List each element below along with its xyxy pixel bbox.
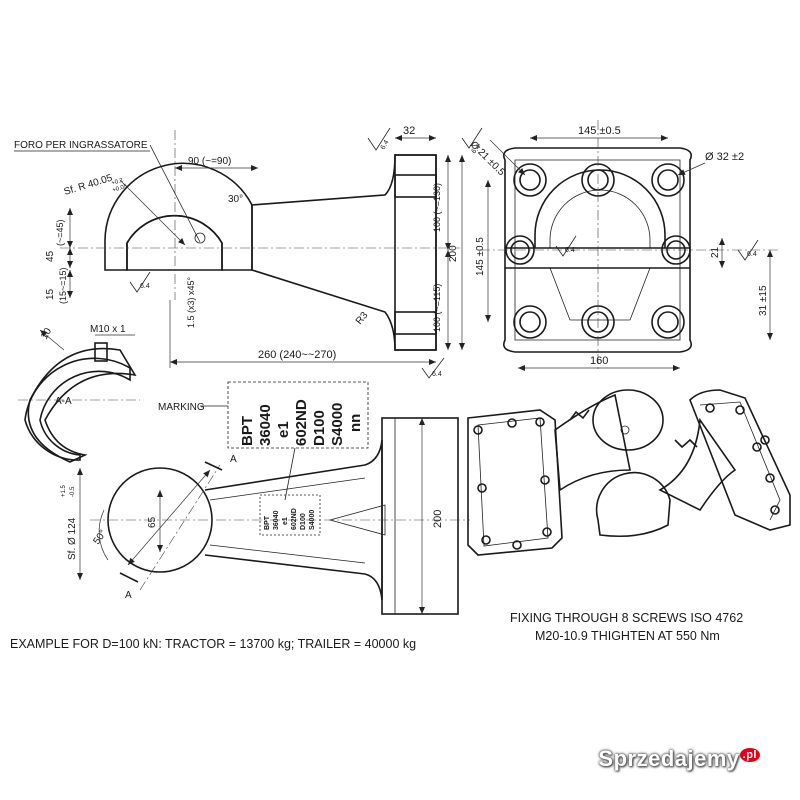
svg-text:6.4: 6.4 <box>565 247 575 254</box>
mark-line: D100 <box>311 410 328 446</box>
marking-box: MARKING BPT 36040 e1 602ND D100 S4000 nn <box>158 381 369 501</box>
bolt-hole <box>651 305 685 339</box>
section-aa-shape <box>24 357 131 461</box>
dim-100-top: 100 (~=130) <box>432 183 442 232</box>
roughness-symbol: 6.4 <box>737 239 759 261</box>
tapered-arm-section <box>251 154 437 351</box>
bolt-hole <box>513 163 547 197</box>
flange-plate <box>502 147 693 353</box>
svg-text:6.4: 6.4 <box>140 283 150 290</box>
mark-line: 602ND <box>293 399 310 446</box>
svg-text:6.4: 6.4 <box>432 371 442 378</box>
plan-mark-line: e1 <box>282 517 289 525</box>
dim-31: 31 ±15 <box>758 285 769 316</box>
dim-15a: 15 <box>45 288 56 300</box>
angle-30: 30° <box>228 194 243 205</box>
phi124-tol-bot: -0.5 <box>70 486 76 497</box>
dim-160: 160 <box>590 355 608 367</box>
phi32: Ø 32 ±2 <box>705 151 744 163</box>
iso-ball <box>592 389 664 451</box>
roughness-symbol: 6.4 <box>421 357 445 379</box>
mark-line: e1 <box>275 421 292 438</box>
roughness-symbol: 6.4 <box>367 127 391 151</box>
fixing-note-line1: FIXING THROUGH 8 SCREWS ISO 4762 <box>510 611 743 625</box>
dim-100-bot: 100 (~=115) <box>432 284 442 332</box>
plan-view: BPT 36040 e1 602ND D100 S4000 Sf. Ø 124 … <box>61 417 470 615</box>
section-a-bottom: A <box>125 590 132 601</box>
section-aa-view: M10 x 1 10 A-A <box>18 324 140 463</box>
dim-65: 65 <box>147 516 158 528</box>
flange-front-view: 145 ±0.5 Ø 21 ±0.5 Ø 32 ±2 145 ±0.5 21 3… <box>461 120 780 371</box>
dim-90: 90 (~=90) <box>188 156 231 167</box>
iso-ball-rear <box>595 471 671 538</box>
roughness-symbol: 6.4 <box>555 235 577 257</box>
plan-mark-line: D100 <box>300 513 307 530</box>
roughness-symbol: 6.4 <box>129 271 151 293</box>
section-a-top: A <box>230 454 237 465</box>
roughness-symbol: 6.4 <box>461 127 482 156</box>
svg-text:6.4: 6.4 <box>747 251 757 258</box>
dim-10: 10 <box>39 326 54 342</box>
section-aa-label: A-A <box>55 396 72 407</box>
dim-145-top: 145 ±0.5 <box>578 125 621 137</box>
dim-45b: 45 <box>45 250 56 262</box>
mark-line: 36040 <box>257 404 274 446</box>
dim-200-plan: 200 <box>432 510 444 528</box>
bolt-hole <box>651 163 685 197</box>
chamfer-note: 1.5 (x3) x45° <box>186 276 196 328</box>
side-section-view: 90 (~=90) 30° 32 (~=45) 45 15 (15~=15) 1… <box>14 125 465 379</box>
isometric-view-rear <box>595 389 791 538</box>
sphere-radius-tol-bot: +0.05 <box>112 184 129 194</box>
svg-text:6.4: 6.4 <box>380 139 391 151</box>
dim-21: 21 <box>710 246 721 258</box>
r3-label: R3 <box>354 310 371 327</box>
dim-200-side: 200 <box>448 245 459 262</box>
dim-145-side: 145 ±0.5 <box>475 237 486 276</box>
mark-line: nn <box>347 414 364 432</box>
foro-label: FORO PER INGRASSATORE <box>14 140 148 151</box>
marking-label: MARKING <box>158 402 205 413</box>
dim-32: 32 <box>403 125 415 137</box>
fixing-note-line2: M20-10.9 THIGHTEN AT 550 Nm <box>535 629 720 643</box>
watermark: Sprzedajemy.pl <box>598 746 760 772</box>
flange-arch <box>534 169 666 248</box>
bolt-hole <box>513 305 547 339</box>
m10-label: M10 x 1 <box>90 324 126 335</box>
sphere-radius-tol-top: +0.2 <box>111 178 125 187</box>
mark-line: S4000 <box>329 403 346 446</box>
plan-flange <box>381 417 459 615</box>
sphere-radius: Sf. R 40.05 <box>63 173 114 198</box>
phi124: Sf. Ø 124 <box>67 517 78 560</box>
example-note: EXAMPLE FOR D=100 kN: TRACTOR = 13700 kg… <box>10 637 416 651</box>
plan-mark-line: 602ND <box>291 508 298 530</box>
isometric-view-front <box>467 389 664 556</box>
flange-section <box>394 154 437 351</box>
phi124-tol-top: +1.5 <box>61 484 67 497</box>
svg-text:6.4: 6.4 <box>470 144 482 156</box>
phi21: Ø 21 ±0.5 <box>468 139 507 178</box>
plan-mark-line: BPT <box>264 515 271 530</box>
dim-15b: (15~=15) <box>58 267 68 304</box>
dim-260: 260 (240~~270) <box>258 349 336 361</box>
mark-line: BPT <box>239 416 256 446</box>
dim-45a: (~=45) <box>55 219 65 246</box>
